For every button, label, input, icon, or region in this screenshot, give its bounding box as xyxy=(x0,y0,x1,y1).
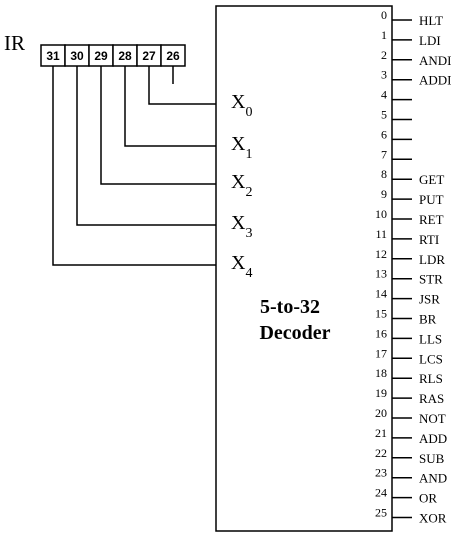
output-name: PUT xyxy=(419,192,444,207)
output-name: LLS xyxy=(419,331,442,346)
output-name: RTI xyxy=(419,232,439,247)
output-index: 13 xyxy=(375,267,387,281)
output-index: 14 xyxy=(375,287,387,301)
output-index: 18 xyxy=(375,366,387,380)
output-name: ANDI xyxy=(419,53,452,68)
input-wire xyxy=(100,66,216,185)
output-name: LDI xyxy=(419,33,441,48)
ir-bit-label: 31 xyxy=(46,49,60,63)
output-index: 23 xyxy=(375,466,387,480)
ir-bit-label: 28 xyxy=(118,49,132,63)
output-name: BR xyxy=(419,312,437,327)
input-wire xyxy=(124,66,216,147)
output-index: 2 xyxy=(381,48,387,62)
output-index: 21 xyxy=(375,426,387,440)
output-name: LCS xyxy=(419,351,443,366)
output-index: 1 xyxy=(381,28,387,42)
output-index: 22 xyxy=(375,446,387,460)
output-index: 12 xyxy=(375,247,387,261)
input-wire xyxy=(148,66,216,105)
output-index: 17 xyxy=(375,346,387,360)
ir-bit-label: 27 xyxy=(142,49,156,63)
decoder-title-line1: 5-to-32 xyxy=(260,296,320,318)
ir-label: IR xyxy=(4,31,25,55)
output-name: NOT xyxy=(419,411,446,426)
output-index: 10 xyxy=(375,207,387,221)
input-wire xyxy=(76,66,216,226)
ir-register: 31 30 29 28 27 26 xyxy=(40,44,186,67)
output-index: 19 xyxy=(375,386,387,400)
output-name: HLT xyxy=(419,13,443,28)
output-name: RET xyxy=(419,212,444,227)
output-index: 8 xyxy=(381,167,387,181)
output-index: 24 xyxy=(375,486,387,500)
output-index: 0 xyxy=(381,8,387,22)
output-name: ADDI xyxy=(419,73,452,88)
ir-bit-label: 26 xyxy=(166,49,180,63)
output-name: JSR xyxy=(419,292,440,307)
output-index: 20 xyxy=(375,406,387,420)
output-index: 3 xyxy=(381,68,387,82)
output-name: XOR xyxy=(419,511,447,526)
output-name: ADD xyxy=(419,431,447,446)
ir-bit-label: 29 xyxy=(94,49,108,63)
output-name: STR xyxy=(419,272,443,287)
decoder-box xyxy=(215,5,393,532)
output-name: SUB xyxy=(419,451,445,466)
output-name: AND xyxy=(419,471,447,486)
output-name: GET xyxy=(419,172,444,187)
output-name: LDR xyxy=(419,252,445,267)
input-wires xyxy=(52,66,216,266)
output-index: 9 xyxy=(381,187,387,201)
output-index: 6 xyxy=(381,127,387,141)
output-index: 16 xyxy=(375,326,387,340)
input-wire xyxy=(52,66,216,266)
decoder-title-line2: Decoder xyxy=(259,322,330,344)
ir-bit-label: 30 xyxy=(70,49,84,63)
output-index: 7 xyxy=(381,147,387,161)
decoder-outputs: 0 HLT 1 LDI 2 ANDI 3 ADDI 4 5 6 7 8 GET 9 PUT 10 RET 11 RTI… xyxy=(375,8,452,526)
output-index: 4 xyxy=(381,88,387,102)
output-name: RAS xyxy=(419,391,444,406)
output-name: OR xyxy=(419,491,437,506)
output-index: 5 xyxy=(381,108,387,122)
output-name: RLS xyxy=(419,371,443,386)
output-index: 25 xyxy=(375,506,387,520)
output-index: 11 xyxy=(375,227,387,241)
output-index: 15 xyxy=(375,307,387,321)
